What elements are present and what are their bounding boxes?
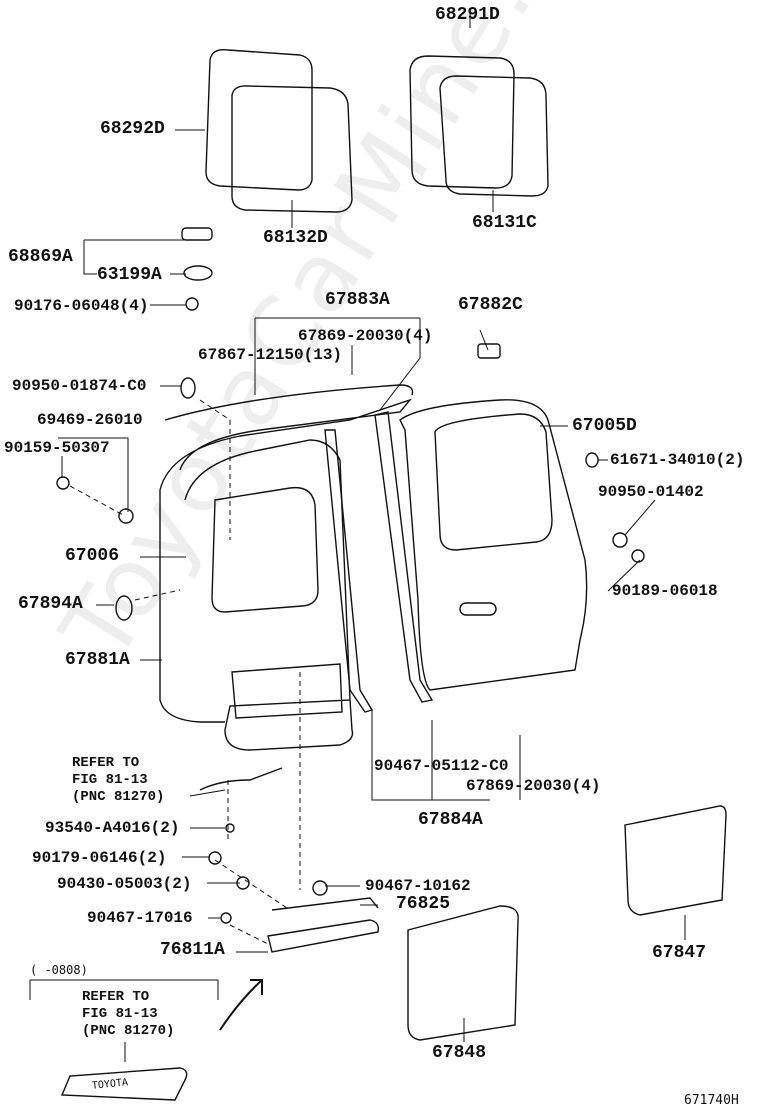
label-67869-20030-top: 67869-20030(4) [298,327,433,345]
nut-69469 [118,508,134,524]
panel-67847 [624,805,727,916]
label-67006: 67006 [65,546,120,566]
hinge-63199A [183,265,213,281]
label-93540-A4016: 93540-A4016(2) [45,819,180,837]
plug-61671 [585,452,599,468]
label-69469-26010: 69469-26010 [37,411,143,429]
label-67894A: 67894A [18,594,83,614]
clip-90950-01402 [612,532,628,548]
label-67884A: 67884A [418,810,483,830]
label-68292D: 68292D [100,119,165,139]
label-90467-17016: 90467-17016 [87,909,193,927]
label-67869-20030-bottom: 67869-20030(4) [466,777,601,795]
label-90189-06018: 90189-06018 [612,582,718,600]
bolt-90176 [185,297,199,311]
cover-76811A [267,919,380,953]
label-90950-01874: 90950-01874-C0 [12,377,147,395]
label-61671-34010: 61671-34010(2) [610,451,745,469]
arrow-icon [219,979,263,1031]
date-range: ( -0808) [30,963,88,977]
label-68132D: 68132D [263,228,328,248]
label-90179-06146: 90179-06146(2) [32,849,167,867]
label-90467-05112: 90467-05112-C0 [374,757,509,775]
bracket-76825 [271,897,379,911]
hinge-68869A [181,227,213,241]
nut-90179 [208,851,222,865]
refer-note-1: REFER TO FIG 81-13 (PNC 81270) [72,755,164,806]
door-67006 [159,384,414,751]
harness [199,767,283,791]
glass-68132D [205,49,353,213]
clip-90950-01874 [180,377,196,399]
refer1-line2: FIG 81-13 [72,772,148,788]
bolt-90159 [56,476,70,490]
label-68869A: 68869A [8,247,73,267]
refer-note-2: REFER TO FIG 81-13 (PNC 81270) [82,989,174,1040]
refer2-line1: REFER TO [82,989,150,1005]
seal-67884A [324,429,374,713]
emblem-text: TOYOTA [91,1077,129,1092]
label-68131C: 68131C [472,213,537,233]
figure-id: 671740H [684,1093,739,1108]
plug-67894A [115,595,133,621]
label-76811A: 76811A [160,940,225,960]
door-67005D [399,399,588,691]
label-67881A: 67881A [65,650,130,670]
clip-90467-10162 [312,880,328,896]
label-68291D: 68291D [435,5,500,25]
refer2-line2: FIG 81-13 [82,1006,158,1022]
label-63199A: 63199A [97,265,162,285]
label-67882C: 67882C [458,295,523,315]
washer-90430 [236,876,250,890]
label-90467-10162: 90467-10162 [365,877,471,895]
label-76825: 76825 [396,894,451,914]
seal-67883A [374,411,434,703]
screw-93540 [225,823,235,833]
clip-90189 [631,549,645,563]
panel-67848 [407,905,519,1041]
label-90950-01402: 90950-01402 [598,483,704,501]
refer1-line1: REFER TO [72,755,140,771]
label-67847: 67847 [652,943,707,963]
label-67848: 67848 [432,1043,487,1063]
label-90159-50307: 90159-50307 [4,439,110,457]
label-90176-06048: 90176-06048(4) [14,297,149,315]
label-67005D: 67005D [572,416,637,436]
label-67883A: 67883A [325,290,390,310]
emblem [60,1067,188,1101]
part-67882C [477,343,501,359]
label-67867-12150: 67867-12150(13) [198,346,343,364]
glass-68131C [409,55,549,197]
clip-90467-17016 [220,912,232,924]
refer2-line3: (PNC 81270) [82,1023,175,1039]
label-90430-05003: 90430-05003(2) [57,875,192,893]
refer1-line3: (PNC 81270) [72,789,165,805]
